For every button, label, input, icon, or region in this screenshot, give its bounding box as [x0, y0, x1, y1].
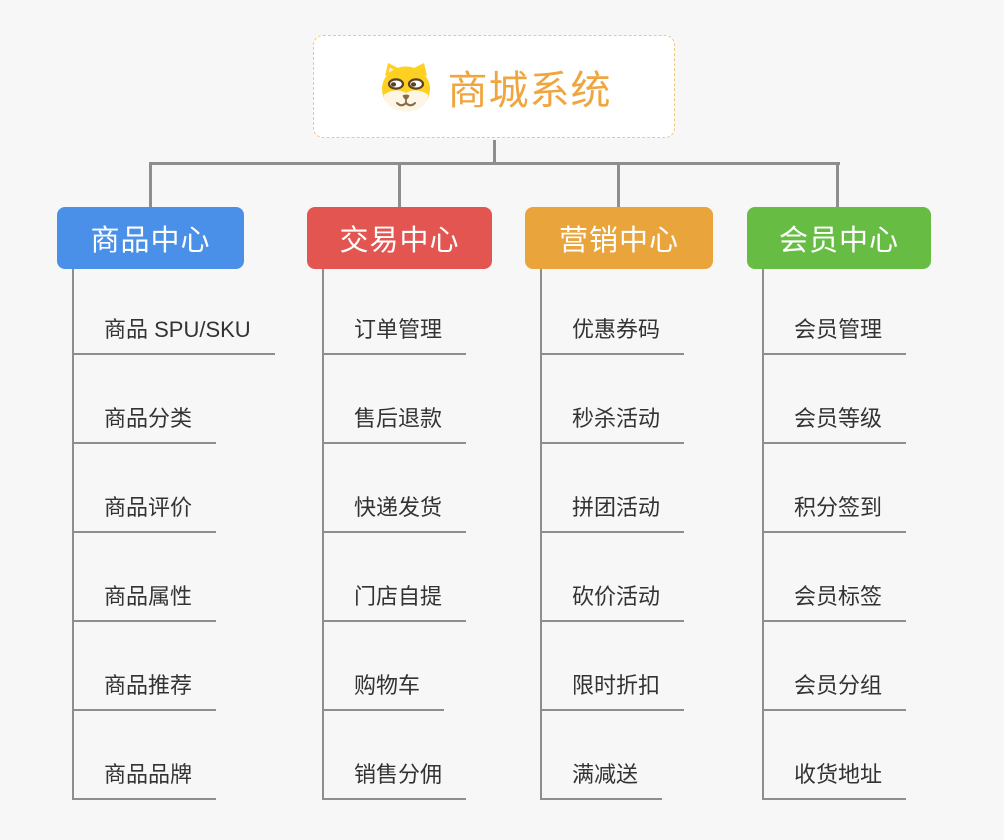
- child-node[interactable]: 快递发货: [307, 444, 492, 533]
- branch-node-label: 商品中心: [90, 225, 211, 257]
- child-node[interactable]: 商品品牌: [57, 711, 244, 800]
- child-node[interactable]: 销售分佣: [307, 711, 492, 800]
- child-node[interactable]: 满减送: [525, 711, 713, 800]
- child-node-label: 商品评价: [72, 490, 217, 533]
- child-node-label: 收货地址: [762, 757, 907, 800]
- child-node-label: 拼团活动: [540, 490, 685, 533]
- branch-node[interactable]: 营销中心: [525, 207, 713, 269]
- root-node[interactable]: 商城系统: [313, 35, 675, 138]
- dog-face-icon: [377, 62, 435, 112]
- connector-drop-4: [836, 164, 839, 208]
- connector-root-stem: [493, 140, 496, 164]
- child-node[interactable]: 售后退款: [307, 355, 492, 444]
- branch: 交易中心 订单管理售后退款快递发货门店自提购物车销售分佣: [307, 207, 492, 800]
- child-node-label: 限时折扣: [540, 668, 685, 711]
- child-node-label: 会员管理: [762, 312, 907, 355]
- child-node[interactable]: 会员分组: [747, 622, 931, 711]
- branch-node-label: 会员中心: [778, 225, 899, 257]
- child-node[interactable]: 会员管理: [747, 269, 931, 355]
- child-node-label: 销售分佣: [322, 757, 467, 800]
- branch-children: 商品 SPU/SKU 商品分类商品评价商品属性商品推荐商品品牌: [57, 269, 275, 800]
- branch-node-label: 营销中心: [558, 225, 679, 257]
- branch-children: 会员管理会员等级积分签到会员标签会员分组收货地址: [747, 269, 931, 800]
- child-node[interactable]: 商品分类: [57, 355, 244, 444]
- child-node[interactable]: 限时折扣: [525, 622, 713, 711]
- child-node[interactable]: 积分签到: [747, 444, 931, 533]
- branch-children: 订单管理售后退款快递发货门店自提购物车销售分佣: [307, 269, 492, 800]
- child-node-label: 会员标签: [762, 579, 907, 622]
- branch-node[interactable]: 会员中心: [747, 207, 931, 269]
- connector-drop-2: [398, 164, 401, 208]
- child-node[interactable]: 会员标签: [747, 533, 931, 622]
- branch: 会员中心 会员管理会员等级积分签到会员标签会员分组收货地址: [747, 207, 931, 800]
- child-node-label: 积分签到: [762, 490, 907, 533]
- child-node[interactable]: 商品 SPU/SKU: [57, 269, 275, 355]
- child-node-label: 商品分类: [72, 401, 217, 444]
- child-node-label: 快递发货: [322, 490, 467, 533]
- child-node[interactable]: 商品推荐: [57, 622, 244, 711]
- branch: 商品中心 商品 SPU/SKU 商品分类商品评价商品属性商品推荐商品品牌: [57, 207, 275, 800]
- child-node[interactable]: 商品属性: [57, 533, 244, 622]
- child-node[interactable]: 购物车: [307, 622, 492, 711]
- child-node-label: 优惠券码: [540, 312, 685, 355]
- child-node[interactable]: 门店自提: [307, 533, 492, 622]
- child-node-label: 门店自提: [322, 579, 467, 622]
- child-node-label: 会员等级: [762, 401, 907, 444]
- child-node-label: 售后退款: [322, 401, 467, 444]
- child-node[interactable]: 砍价活动: [525, 533, 713, 622]
- child-node-label: 商品 SPU/SKU: [72, 312, 275, 355]
- child-node-label: 订单管理: [322, 312, 467, 355]
- connector-drop-1: [149, 164, 152, 208]
- root-node-label: 商城系统: [447, 68, 612, 113]
- child-node[interactable]: 订单管理: [307, 269, 492, 355]
- child-node[interactable]: 收货地址: [747, 711, 931, 800]
- child-node[interactable]: 拼团活动: [525, 444, 713, 533]
- branch-children: 优惠券码秒杀活动拼团活动砍价活动限时折扣满减送: [525, 269, 713, 800]
- child-node-label: 砍价活动: [540, 579, 685, 622]
- child-node[interactable]: 商品评价: [57, 444, 244, 533]
- child-node-label: 购物车: [322, 668, 445, 711]
- branch-node-label: 交易中心: [339, 225, 460, 257]
- child-node-label: 满减送: [540, 757, 663, 800]
- child-node-label: 商品品牌: [72, 757, 217, 800]
- child-node-label: 会员分组: [762, 668, 907, 711]
- child-node-label: 商品属性: [72, 579, 217, 622]
- branch-node[interactable]: 交易中心: [307, 207, 492, 269]
- child-node[interactable]: 秒杀活动: [525, 355, 713, 444]
- connector-bus: [149, 162, 840, 165]
- child-node-label: 秒杀活动: [540, 401, 685, 444]
- connector-drop-3: [617, 164, 620, 208]
- child-node-label: 商品推荐: [72, 668, 217, 711]
- branch-node[interactable]: 商品中心: [57, 207, 244, 269]
- child-node[interactable]: 优惠券码: [525, 269, 713, 355]
- child-node[interactable]: 会员等级: [747, 355, 931, 444]
- branch: 营销中心 优惠券码秒杀活动拼团活动砍价活动限时折扣满减送: [525, 207, 713, 800]
